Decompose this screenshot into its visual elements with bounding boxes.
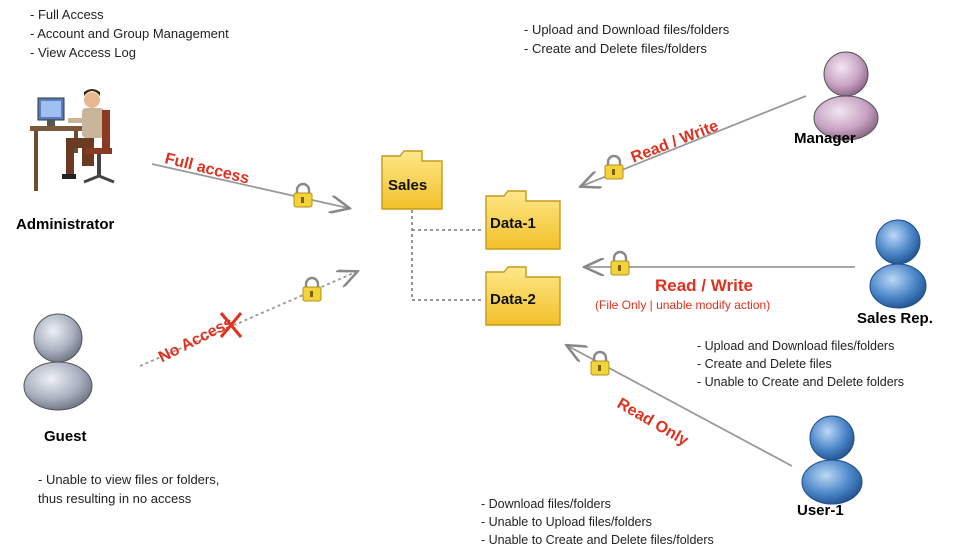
sales-rep-access-note: (File Only | unable modify action) — [595, 298, 771, 312]
user1-label: User-1 — [797, 502, 844, 519]
data2-folder-icon[interactable]: Data-2 — [485, 266, 561, 326]
permission-item: - Unable to Create and Delete files/fold… — [481, 533, 714, 547]
administrator-icon — [30, 89, 115, 191]
permission-item: - Upload and Download files/folders — [524, 22, 730, 37]
manager-label: Manager — [794, 130, 856, 147]
lock-icon — [590, 350, 610, 376]
sales-rep-permissions: - Upload and Download files/folders - Cr… — [697, 337, 904, 391]
sales-rep-read-write-label: Read / Write — [655, 276, 753, 295]
sales-rep-icon — [869, 219, 927, 309]
denied-x-icon — [219, 312, 243, 338]
data2-folder-label: Data-2 — [490, 291, 536, 308]
permission-item: - View Access Log — [30, 45, 136, 60]
guest-icon — [23, 313, 93, 411]
lock-icon — [293, 182, 313, 208]
user1-permissions: - Download files/folders - Unable to Upl… — [481, 495, 714, 549]
admin-arrow — [151, 163, 348, 208]
permission-item: - Download files/folders — [481, 497, 611, 511]
lock-icon — [610, 250, 630, 276]
permission-item: - Create and Delete files/folders — [524, 41, 707, 56]
user1-icon — [801, 415, 863, 505]
data1-folder-icon[interactable]: Data-1 — [485, 190, 561, 250]
guest-notes: - Unable to view files or folders, thus … — [38, 470, 219, 508]
permission-item: - Unable to Create and Delete folders — [697, 375, 905, 389]
data1-folder-label: Data-1 — [490, 215, 536, 232]
permission-item: - Full Access — [30, 7, 104, 22]
guest-note-line: - Unable to view files or folders, — [38, 472, 220, 487]
sales-folder-icon[interactable]: Sales — [381, 150, 443, 210]
lock-icon — [302, 276, 322, 302]
sales-folder-label: Sales — [388, 177, 427, 194]
permission-item: - Upload and Download files/folders — [697, 339, 895, 353]
sales-rep-label: Sales Rep. — [857, 310, 933, 327]
administrator-label: Administrator — [16, 216, 115, 233]
guest-label: Guest — [44, 428, 87, 445]
admin-permissions: - Full Access - Account and Group Manage… — [30, 5, 229, 62]
permission-item: - Account and Group Management — [30, 26, 229, 41]
lock-icon — [604, 154, 624, 180]
folder-tree-connector — [411, 210, 484, 301]
manager-icon — [813, 51, 879, 141]
permission-item: - Create and Delete files — [697, 357, 832, 371]
permission-item: - Unable to Upload files/folders — [481, 515, 652, 529]
manager-permissions: - Upload and Download files/folders - Cr… — [524, 20, 729, 58]
guest-note-line: thus resulting in no access — [38, 491, 192, 506]
